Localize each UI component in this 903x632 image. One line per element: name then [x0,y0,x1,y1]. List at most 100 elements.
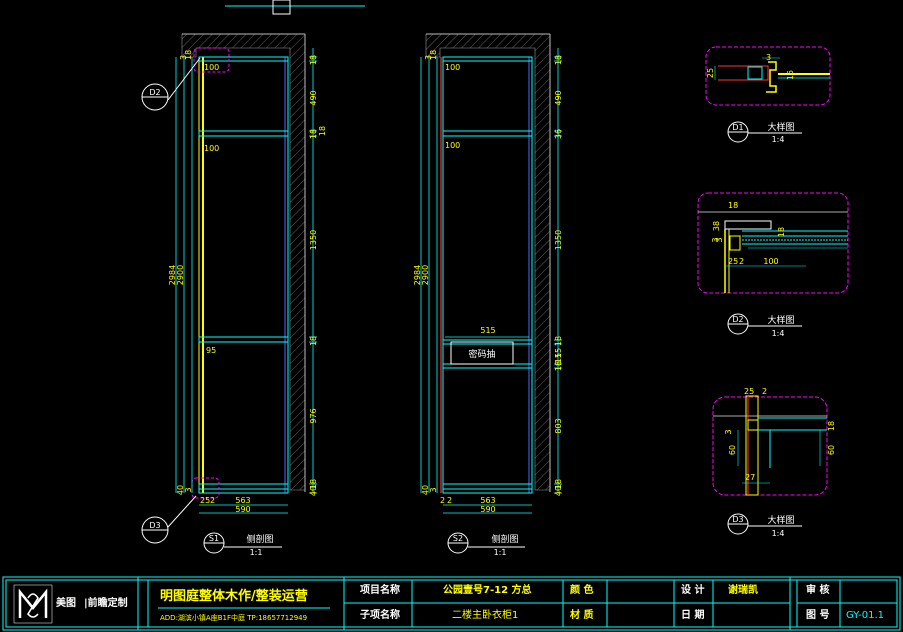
dimension-label: 15 [554,348,563,358]
drawer-label: 密码抽 [468,348,495,360]
detail-name: 大样图 [767,314,794,326]
detail-scale: 1:4 [772,529,785,538]
dimension-label: 3 [724,429,733,434]
drawing-no-label: 图 号 [806,610,830,621]
dimension-label: 3 [429,487,438,492]
dimension-label: 3 [766,53,771,62]
dimension-label: 2 [762,387,767,396]
dimension-label: 2900 [421,265,430,285]
dimension-label: 25 [728,257,738,266]
dimension-label: 36 [554,129,563,139]
dimension-label: 2 [739,257,744,266]
detail-scale: 1:4 [772,135,785,144]
color-label: 颜 色 [570,585,594,596]
drawing-no-value: GY-01.1 [846,610,885,621]
dimension-label: 25 [200,496,210,505]
dimension-label: 18 [309,479,318,489]
callout-tag: D2 [149,88,160,97]
dimension-label: 563 [480,496,495,505]
detail-tag: D1 [732,123,743,132]
dimension-label: 100 [445,63,460,72]
design-label: 设 计 [681,585,705,596]
wall-hatch [181,33,306,491]
logo-text: 美图 [56,598,76,609]
dimension-label: 1350 [309,230,318,250]
view-scale: 1:1 [494,548,507,557]
dimension-label: 515 [480,326,495,335]
dimension-label: 18 [554,361,563,371]
dimension-label: 15 [554,353,563,363]
dimension-label: 2 [210,496,215,505]
detail-tag: D3 [732,515,743,524]
company-address: ADD:湖滨小镇A座B1F中庭 TP:18657712949 [160,614,308,622]
dimension-label: 3 [179,55,188,60]
project-value: 公园壹号7-12 方总 [443,585,532,596]
drawer-box [450,341,514,365]
dimension-label: 18 [184,50,193,60]
dimension-label: 18 [827,421,836,431]
dimension-label: 100 [763,257,778,266]
date-label: 日 期 [681,610,705,621]
view-scale: 1:1 [250,548,263,557]
cabinet-body [442,56,533,494]
dimension-label: 40 [421,485,430,495]
dimension-label: 3 [711,237,720,242]
detail-d2 [697,192,849,335]
dimension-label: 60 [827,445,836,455]
dimension-label: 25 [706,68,715,78]
dimension-label: 95 [206,346,216,355]
dimension-label: 40 [309,486,318,496]
review-label: 审 核 [806,585,830,596]
detail-tag: D2 [732,315,743,324]
section-view-s1 [141,33,317,554]
dimension-label: 18 [429,50,438,60]
detail-name: 大样图 [767,514,794,526]
dimension-label: 27 [745,473,755,482]
view-name: 侧剖图 [246,533,273,545]
dimension-label: 590 [480,505,495,514]
dimension-label: 18 [309,55,318,65]
detail-scale: 1:4 [772,329,785,338]
subitem-label: 子项名称 [360,610,400,621]
dimension-label: 2984 [413,265,422,285]
dimension-label: 15 [786,70,795,80]
dimension-label: 3 [184,487,193,492]
dimension-label: 803 [554,418,563,433]
dimension-label: 100 [204,144,219,153]
company-name: 明图庭整体木作/整装运营 [160,589,308,604]
view-tag: S2 [453,534,463,543]
cabinet-body [198,56,289,494]
design-value: 谢瑞凯 [728,585,758,596]
dimension-label: 2984 [168,265,177,285]
dimension-label: 1350 [554,230,563,250]
dimension-label: 25 [744,387,754,396]
title-block-frame [2,576,901,631]
dimension-label: 40 [176,485,185,495]
detail-d1 [705,46,831,143]
logo-subtext: |前瞻定制 [84,598,128,609]
dimension-label: 490 [309,90,318,105]
dimension-label: 40 [554,486,563,496]
dimension-label: 18 [309,129,318,139]
dimension-label: 976 [309,408,318,423]
dimension-label: 18 [318,126,327,136]
dimension-label: 3 [715,237,724,242]
dimension-label: 100 [204,63,219,72]
material-label: 材 质 [570,610,594,621]
dimension-label: 60 [728,445,737,455]
dimension-label: 18 [554,336,563,346]
logo-mark [13,584,53,624]
subitem-value: 二楼主卧衣柜1 [452,610,519,621]
dimension-label: 590 [235,505,250,514]
dimension-label: 18 [554,55,563,65]
dimension-label: 18 [728,201,738,210]
dimension-label: 490 [554,90,563,105]
dimension-label: 18 [309,336,318,346]
top-scrap-lines [225,0,365,15]
dimension-label: 18 [554,479,563,489]
view-name: 侧剖图 [491,533,518,545]
dimension-label: 100 [445,141,460,150]
detail-name: 大样图 [767,121,794,133]
